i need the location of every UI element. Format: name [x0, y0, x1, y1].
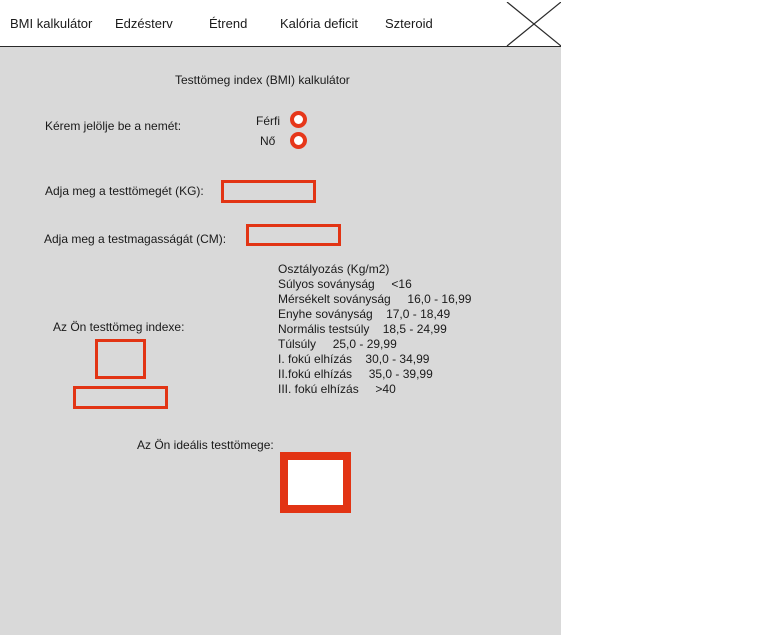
- classification-row: Súlyos soványság <16: [278, 277, 412, 291]
- gender-female-radio[interactable]: [290, 132, 307, 149]
- classification-row: II.fokú elhízás 35,0 - 39,99: [278, 367, 433, 381]
- bmi-value-box: [95, 339, 146, 379]
- classification-row: Mérsékelt soványság 16,0 - 16,99: [278, 292, 472, 306]
- gender-male-label: Férfi: [256, 114, 280, 128]
- close-icon[interactable]: [505, 2, 561, 46]
- bmi-result-label: Az Ön testtömeg indexe:: [53, 320, 185, 334]
- classification-header: Osztályozás (Kg/m2): [278, 262, 390, 276]
- nav-bmi-calculator[interactable]: BMI kalkulátor: [10, 16, 93, 31]
- classification-row: Enyhe soványság 17,0 - 18,49: [278, 307, 451, 321]
- nav-calorie-deficit[interactable]: Kalória deficit: [280, 16, 359, 31]
- gender-female-label: Nő: [260, 134, 276, 148]
- nav-steroid[interactable]: Szteroid: [385, 16, 433, 31]
- bmi-calculator-panel: [0, 47, 561, 635]
- bmi-category-box: [73, 386, 168, 409]
- weight-label: Adja meg a testtömegét (KG):: [45, 184, 204, 198]
- weight-input[interactable]: [221, 180, 316, 203]
- ideal-weight-box: [280, 452, 351, 513]
- bmi-classification-table: Osztályozás (Kg/m2) Súlyos soványság <16…: [278, 262, 471, 397]
- nav-divider: [0, 46, 561, 47]
- gender-male-radio[interactable]: [290, 111, 307, 128]
- ideal-weight-label: Az Ön ideális testtömege:: [137, 438, 274, 452]
- classification-row: I. fokú elhízás 30,0 - 34,99: [278, 352, 430, 366]
- height-input[interactable]: [246, 224, 341, 246]
- gender-prompt: Kérem jelölje be a nemét:: [45, 119, 182, 133]
- classification-row: III. fokú elhízás >40: [278, 382, 396, 396]
- nav-diet[interactable]: Étrend: [209, 16, 248, 31]
- classification-row: Normális testsúly 18,5 - 24,99: [278, 322, 447, 336]
- height-label: Adja meg a testmagasságát (CM):: [44, 232, 227, 246]
- classification-row: Túlsúly 25,0 - 29,99: [278, 337, 397, 351]
- nav-workout-plan[interactable]: Edzésterv: [115, 16, 173, 31]
- top-navigation: BMI kalkulátor Edzésterv Étrend Kalória …: [0, 0, 561, 46]
- page-title: Testtömeg index (BMI) kalkulátor: [175, 73, 350, 87]
